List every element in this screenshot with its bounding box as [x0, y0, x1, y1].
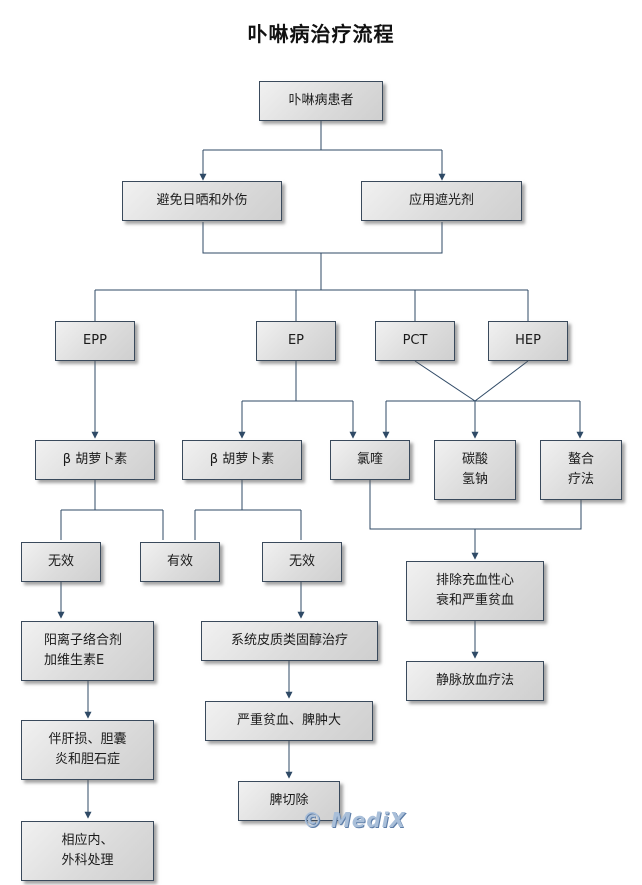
node-chloroquine: 氯喹: [330, 440, 410, 480]
node-sodium-bicarbonate: 碳酸 氢钠: [434, 440, 516, 500]
node-porphyria-patient: 卟啉病患者: [259, 81, 383, 121]
diagram-title: 卟啉病治疗流程: [247, 22, 395, 46]
node-beta-carotene-2: β 胡萝卜素: [182, 440, 302, 480]
node-avoid-sun: 避免日晒和外伤: [122, 181, 282, 221]
node-corticosteroid: 系统皮质类固醇治疗: [201, 621, 378, 661]
node-exclude-chf: 排除充血性心 衰和严重贫血: [406, 561, 544, 621]
node-effective: 有效: [140, 542, 220, 582]
medix-watermark: © MediX: [302, 808, 407, 832]
node-treatment: 相应内、 外科处理: [21, 821, 154, 881]
node-phlebotomy: 静脉放血疗法: [406, 661, 544, 701]
node-epp: EPP: [55, 321, 135, 361]
node-severe-anemia: 严重贫血、脾肿大: [205, 701, 373, 741]
node-pct: PCT: [375, 321, 455, 361]
node-liver-damage: 伴肝损、胆囊 炎和胆石症: [21, 720, 154, 780]
node-ineffective-1: 无效: [21, 542, 101, 582]
node-chelation: 螯合 疗法: [540, 440, 622, 500]
node-beta-carotene-1: β 胡萝卜素: [35, 440, 155, 480]
node-ep: EP: [256, 321, 336, 361]
node-cholestyramine: 阳离子络合剂 加维生素E: [21, 621, 154, 681]
node-splenectomy: 脾切除: [238, 781, 340, 821]
node-ineffective-2: 无效: [262, 542, 342, 582]
node-hep: HEP: [488, 321, 568, 361]
node-sunscreen: 应用遮光剂: [361, 181, 522, 221]
